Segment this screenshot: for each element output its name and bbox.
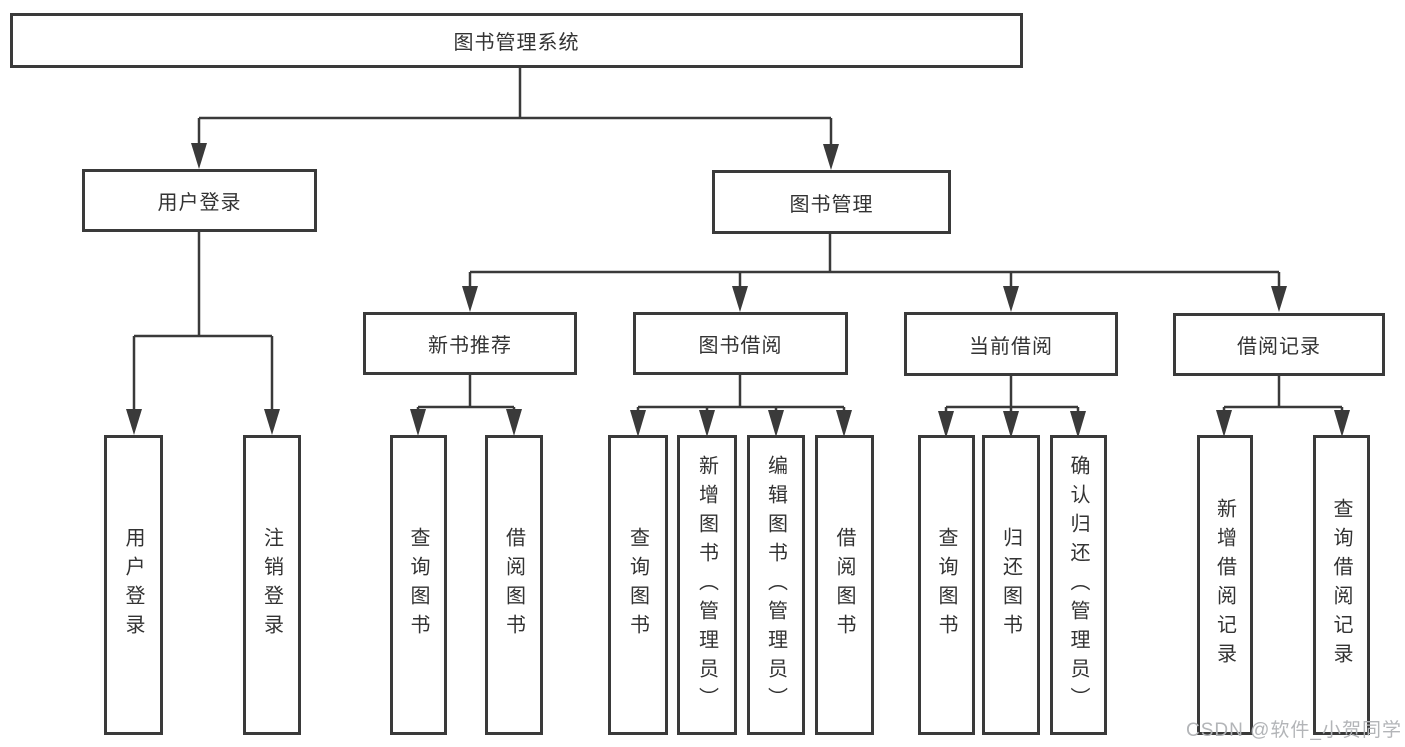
- leaf-edit-books-admin: 编辑图书（管理员）: [747, 435, 805, 735]
- leaf-query-books-borrow: 查询图书: [608, 435, 668, 735]
- leaf-query-books-recommend: 查询图书: [390, 435, 447, 735]
- leaf-return-books: 归还图书: [982, 435, 1040, 735]
- csdn-watermark: CSDN @软件_小贺同学: [1186, 720, 1402, 741]
- branch-book-management: 图书管理: [712, 170, 951, 234]
- leaf-confirm-return-admin: 确认归还（管理员）: [1050, 435, 1107, 735]
- leaf-logout: 注销登录: [243, 435, 301, 735]
- leaf-borrow-books-recommend: 借阅图书: [485, 435, 543, 735]
- section-borrow-records: 借阅记录: [1173, 313, 1385, 376]
- leaf-add-books-admin: 新增图书（管理员）: [677, 435, 737, 735]
- section-book-borrow: 图书借阅: [633, 312, 848, 375]
- leaf-query-borrow-record: 查询借阅记录: [1313, 435, 1370, 735]
- leaf-user-login: 用户登录: [104, 435, 163, 735]
- root-node-library-system: 图书管理系统: [10, 13, 1023, 68]
- section-current-borrow: 当前借阅: [904, 312, 1118, 376]
- leaf-borrow-books: 借阅图书: [815, 435, 874, 735]
- leaf-add-borrow-record: 新增借阅记录: [1197, 435, 1253, 735]
- section-new-book-recommend: 新书推荐: [363, 312, 577, 375]
- branch-user-login: 用户登录: [82, 169, 317, 232]
- leaf-query-books-current: 查询图书: [918, 435, 975, 735]
